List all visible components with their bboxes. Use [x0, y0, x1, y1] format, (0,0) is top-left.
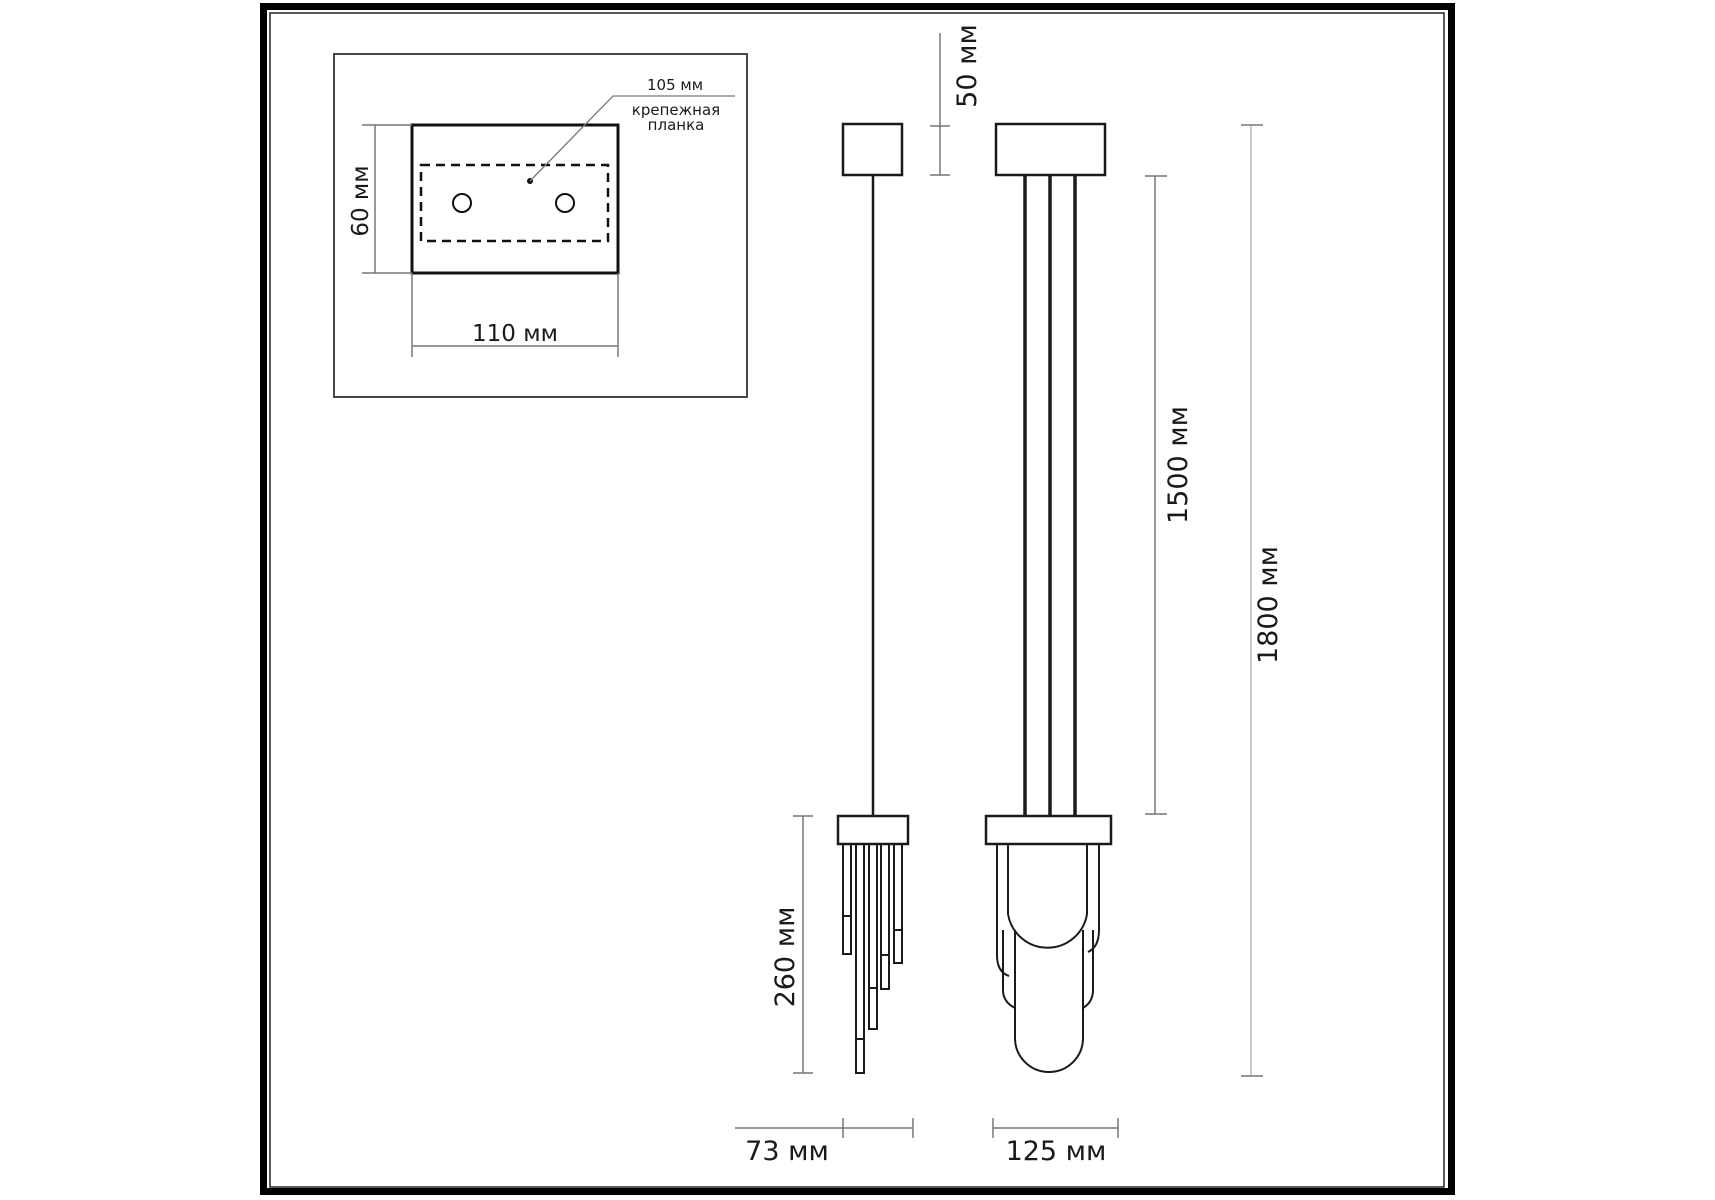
dimension-1500: 1500 мм — [1145, 175, 1194, 815]
mounting-bar-outline — [419, 163, 610, 243]
canopy-height-label: 50 мм — [952, 24, 983, 108]
front-view-lamp — [984, 122, 1113, 1073]
side-view-lamp — [836, 122, 910, 1074]
plate-width-label: 105 мм — [647, 76, 703, 94]
mounting-plate-inset: 105 мм крепежная планка 60 мм 110 мм — [333, 53, 748, 398]
inner-frame — [269, 12, 1445, 1188]
dimension-1800: 1800 мм — [1241, 124, 1284, 1077]
shade-height-label: 260 мм — [770, 907, 801, 1008]
screw-hole-icon — [555, 193, 575, 213]
dimension-50: 50 мм — [930, 24, 983, 176]
outer-frame — [260, 3, 1455, 1195]
inset-border — [333, 53, 748, 398]
glass-shades — [996, 844, 1100, 1073]
dimension-125: 125 мм — [992, 1118, 1119, 1167]
side-width-label: 73 мм — [745, 1136, 829, 1167]
plate-label-line1: крепежная — [632, 101, 720, 119]
rod-tubes — [842, 843, 903, 1074]
inset-width-label: 110 мм — [472, 321, 558, 347]
plate-label-line2: планка — [648, 116, 705, 134]
total-height-label: 1800 мм — [1253, 546, 1284, 664]
fixture-body — [836, 814, 910, 846]
canopy — [841, 122, 904, 177]
dimension-73: 73 мм — [735, 1118, 914, 1167]
front-width-label: 125 мм — [1006, 1136, 1107, 1167]
cable-length-label: 1500 мм — [1163, 406, 1194, 524]
fixture-body — [984, 814, 1113, 846]
canopy — [994, 122, 1107, 177]
screw-hole-icon — [452, 193, 472, 213]
canopy-top-view — [410, 123, 620, 275]
inset-height-label: 60 мм — [348, 165, 374, 236]
leader-line — [529, 95, 735, 182]
dimension-260: 260 мм — [770, 815, 813, 1074]
